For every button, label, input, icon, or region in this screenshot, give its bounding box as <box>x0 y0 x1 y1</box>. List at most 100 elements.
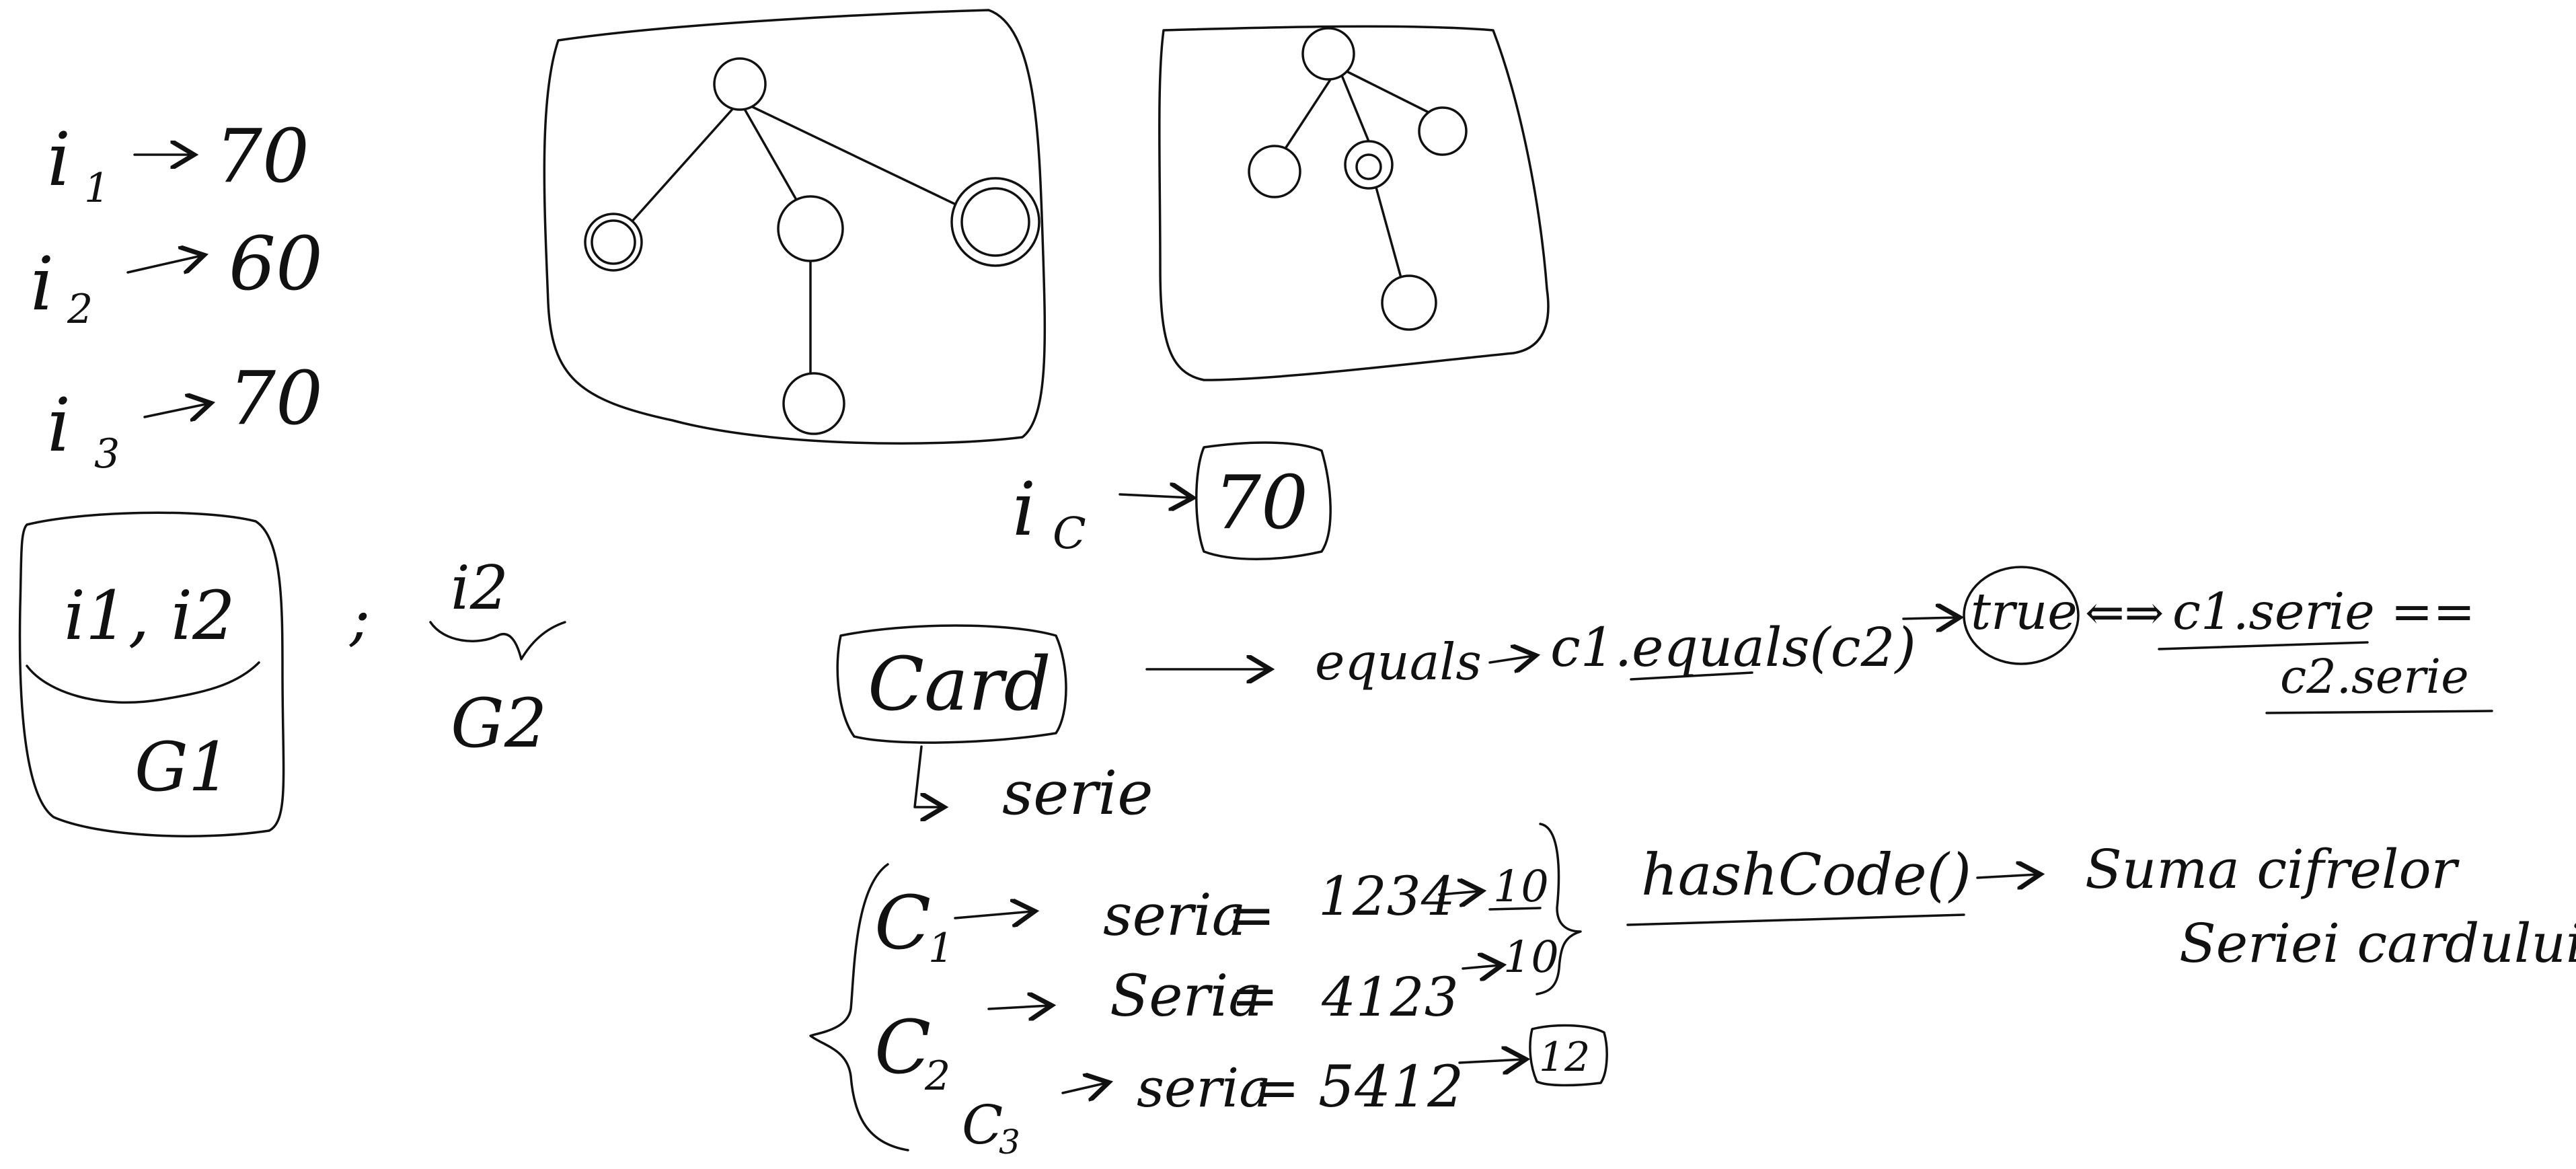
true-word: true <box>1971 582 2078 641</box>
equals-sign: = <box>1227 882 1275 949</box>
tree-node-root <box>713 57 767 111</box>
left-brace <box>809 863 909 1152</box>
group-1-box <box>18 511 285 837</box>
tree-node-inner-ring <box>960 187 1030 257</box>
card-2-sub: 2 <box>924 1053 950 1100</box>
groups: i1, i2 G1 ; i2 G2 <box>18 511 566 837</box>
arrow <box>1488 656 1533 663</box>
hashcode-desc-line-1: Suma cifrelor <box>2085 838 2460 901</box>
tree-2-container <box>1158 25 1550 381</box>
tree-node-leaf <box>1248 145 1301 198</box>
iff-symbol: ⇐⇒ <box>2085 585 2164 640</box>
tree-node-leaf-highlighted <box>584 213 643 272</box>
tree-node-leaf <box>1381 274 1437 331</box>
instance-2-name: i <box>30 241 54 327</box>
ic-sub: C <box>1053 508 1086 559</box>
card-series-list: C 1 seria = 1234 10 C 2 Seria = 4123 10 … <box>809 823 1608 1162</box>
underline <box>1630 671 1753 681</box>
compare-lhs: c1.serie == <box>2172 582 2475 641</box>
hashcode-section: hashCode() Suma cifrelor Seriei cardului <box>1626 838 2576 975</box>
tree-edge <box>1337 66 1434 116</box>
tree-node-inner-ring <box>1355 153 1382 180</box>
instance-1-value: 70 <box>215 113 309 199</box>
instance-3-value: 70 <box>229 355 323 441</box>
tree-edge <box>738 100 987 220</box>
tree-node-leaf <box>782 372 845 435</box>
group-2-members: i2 <box>451 553 508 624</box>
instance-2-value: 60 <box>229 221 323 307</box>
arrow <box>143 404 209 417</box>
card-field: serie <box>1002 758 1153 829</box>
card-3-sum: 12 <box>1539 1034 1590 1081</box>
arrow <box>987 1006 1049 1009</box>
arrow <box>1061 1083 1106 1093</box>
instance-1-name: i <box>47 116 71 202</box>
ic-value-text: 70 <box>1214 459 1308 545</box>
instance-list: i 1 70 i 2 60 i 3 70 <box>30 113 323 478</box>
equals-sign: = <box>1231 963 1279 1030</box>
arrow <box>1462 965 1500 969</box>
card-3-sum-box <box>1529 1024 1608 1087</box>
equals-sign: = <box>1254 1057 1299 1119</box>
tree-diagram-1 <box>543 9 1047 445</box>
group-separator: ; <box>348 583 370 654</box>
card-3-name: C <box>962 1094 1003 1156</box>
tree-node <box>777 195 844 262</box>
card-1-name: C <box>874 880 931 966</box>
underline <box>1626 913 1965 926</box>
group-1-label: G1 <box>135 728 231 806</box>
card-3-value: 5412 <box>1318 1054 1464 1121</box>
true-circle <box>1963 566 2080 665</box>
arrow <box>913 745 942 807</box>
tree-node-leaf <box>1418 106 1468 156</box>
arrow <box>1438 891 1480 895</box>
arrow <box>1902 617 1957 619</box>
tree-1-container <box>543 9 1047 445</box>
compare-rhs: c2.serie <box>2280 649 2469 704</box>
arrow <box>1976 874 2038 878</box>
card-2-field: Seria <box>1110 963 1262 1030</box>
right-brace <box>1536 823 1582 995</box>
card-2-value: 4123 <box>1321 966 1459 1028</box>
card-2-name: C <box>874 1004 931 1090</box>
equals-word: equals <box>1315 632 1482 691</box>
card-label: Card <box>868 641 1051 727</box>
hashcode-desc-line-2: Seriei cardului <box>2179 912 2576 975</box>
card-1-sum: 10 <box>1493 862 1549 912</box>
instance-3-sub: 3 <box>94 430 120 478</box>
arrow <box>954 911 1032 918</box>
tree-node-highlighted <box>1344 140 1394 190</box>
card-box <box>836 624 1067 744</box>
ic-name: i <box>1012 466 1036 552</box>
card-equals-section: Card serie equals c1.equals(c2) true ⇐⇒ … <box>836 566 2493 829</box>
tree-edge <box>1280 66 1340 156</box>
group-1-members: i1, i2 <box>64 576 235 655</box>
tree-node-inner-ring <box>591 219 636 265</box>
group-2-brace <box>429 621 566 661</box>
tree-edge <box>1337 66 1370 143</box>
ic-value: i C 70 <box>1012 441 1332 560</box>
underline <box>2265 710 2493 714</box>
card-3-field: seria <box>1137 1057 1271 1119</box>
arrow <box>126 256 202 272</box>
card-2-sum: 10 <box>1503 932 1559 983</box>
tree-edge <box>624 100 741 230</box>
underline <box>2158 641 2369 650</box>
hashcode-method: hashCode() <box>1641 842 1971 909</box>
group-2-label: G2 <box>451 684 547 763</box>
tree-node-root <box>1301 27 1355 81</box>
arrow <box>1119 494 1190 498</box>
instance-2-sub: 2 <box>67 286 93 333</box>
equals-call: c1.equals(c2) <box>1550 616 1916 679</box>
group-1-brace <box>26 661 260 704</box>
card-3-sub: 3 <box>999 1123 1020 1162</box>
card-1-field: seria <box>1103 882 1246 949</box>
tree-edge <box>1374 184 1404 284</box>
card-1-sub: 1 <box>928 925 954 972</box>
ic-value-box <box>1195 441 1332 560</box>
instance-3-name: i <box>47 382 71 468</box>
card-1-value: 1234 <box>1318 865 1455 928</box>
instance-1-sub: 1 <box>84 165 110 212</box>
tree-diagram-2 <box>1158 25 1550 381</box>
